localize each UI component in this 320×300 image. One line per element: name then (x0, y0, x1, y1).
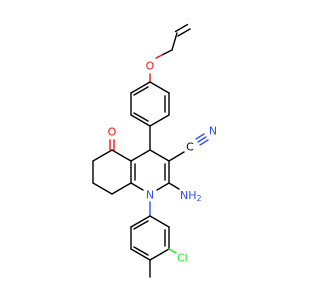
dihydropyridine-ring (130, 149, 170, 191)
bond-nitrile-triple-a (197, 136, 207, 143)
chloromethylphenyl-ring (130, 215, 170, 261)
bond-aryl-cl (168, 248, 177, 254)
nitrile-nitrogen-label: N (209, 125, 217, 138)
ketone-oxygen-label: O (108, 126, 117, 139)
bond-allyl-ch2 (161, 49, 173, 56)
amino-nh-text: NH (180, 189, 197, 202)
nitrile-carbon-label: C (186, 141, 194, 154)
bond-vinyl-single (171, 32, 178, 51)
ring-nitrogen-label: N (146, 189, 154, 202)
phenoxy-ring (130, 81, 170, 127)
ether-oxygen-label: O (146, 60, 155, 73)
allyl-group (161, 23, 191, 56)
bond-o-ch2 (155, 54, 163, 59)
bond-c3-cn (168, 151, 185, 162)
bond-nitrile-triple-b (195, 133, 205, 140)
bond-nitrile-triple-c (199, 139, 209, 146)
amino-group-label: NH2 (180, 189, 202, 203)
cyclohexanone-ring (92, 149, 132, 195)
bond-c2-nh2 (168, 182, 180, 190)
bond-vinyl-double-a (177, 28, 191, 37)
molecule-structure-diagram: O O C N NH2 N Cl (92, 23, 217, 278)
bond-vinyl-double-b (174, 23, 189, 33)
amino-subscript: 2 (197, 194, 202, 203)
chlorine-label: Cl (177, 252, 188, 265)
